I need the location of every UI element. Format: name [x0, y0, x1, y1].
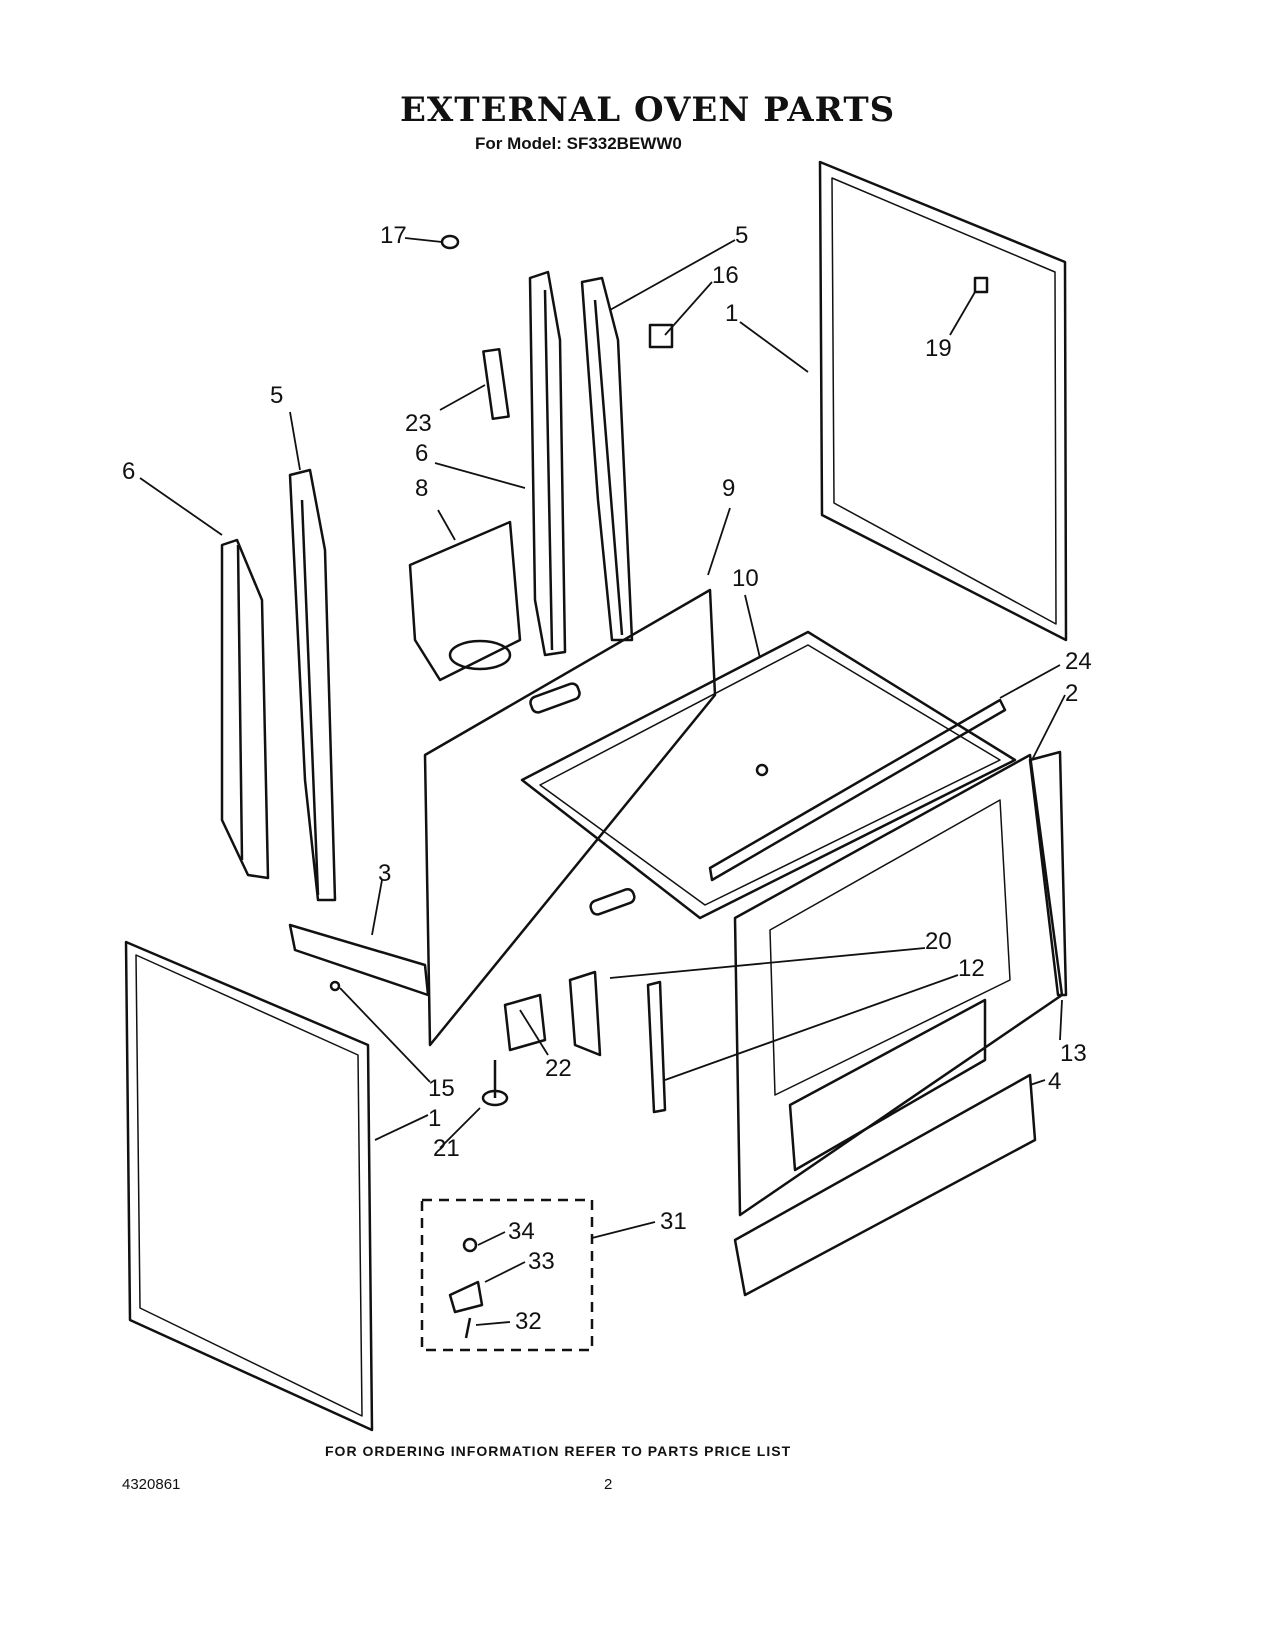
callout-34: 34 [508, 1218, 535, 1245]
callout-1-right: 1 [725, 300, 739, 327]
left-side-panel [124, 940, 374, 1432]
part-13 [1028, 750, 1068, 997]
kit-31-box [420, 1198, 594, 1352]
callout-6-center: 6 [415, 440, 429, 467]
ordering-note: FOR ORDERING INFORMATION REFER TO PARTS … [325, 1443, 792, 1459]
cooktop [520, 630, 1017, 920]
callout-6-left: 6 [122, 458, 136, 485]
callout-8: 8 [415, 475, 429, 502]
callout-13: 13 [1060, 1040, 1087, 1067]
callout-21: 21 [433, 1135, 460, 1162]
bottom-rail [733, 1073, 1037, 1297]
rear-panel [423, 588, 717, 1047]
callout-16: 16 [712, 262, 739, 289]
callout-33: 33 [528, 1248, 555, 1275]
callout-5-center: 5 [735, 222, 749, 249]
page-title: EXTERNAL OVEN PARTS [400, 90, 896, 130]
part-23 [482, 347, 510, 421]
callout-2: 2 [1065, 680, 1079, 707]
part-8 [408, 520, 522, 682]
callout-19: 19 [925, 335, 952, 362]
callout-22: 22 [545, 1055, 572, 1082]
callout-5-left: 5 [270, 382, 284, 409]
right-side-panel [818, 160, 1068, 642]
part-32 [464, 1317, 472, 1339]
center-rear-rail [528, 270, 567, 657]
part-3 [288, 923, 430, 997]
part-17 [440, 234, 460, 250]
callout-24: 24 [1065, 648, 1092, 675]
callout-15: 15 [428, 1075, 455, 1102]
callout-4: 4 [1048, 1068, 1062, 1095]
part-16 [648, 323, 674, 349]
callout-9: 9 [722, 475, 736, 502]
part-21 [481, 1060, 509, 1107]
document-number: 4320861 [122, 1476, 181, 1493]
part-33 [448, 1280, 484, 1314]
left-rear-rail [220, 538, 270, 880]
center-front-rail [580, 276, 634, 642]
part-22 [503, 993, 547, 1052]
part-12 [646, 980, 667, 1114]
callout-12: 12 [958, 955, 985, 982]
page-number: 2 [604, 1476, 613, 1493]
part-24 [708, 698, 1007, 882]
callout-17: 17 [380, 222, 407, 249]
left-front-rail [288, 468, 337, 902]
part-34 [462, 1237, 478, 1253]
part-19 [973, 276, 989, 294]
model-subtitle: For Model: SF332BEWW0 [475, 134, 682, 153]
callout-20: 20 [925, 928, 952, 955]
callout-1-left: 1 [428, 1105, 442, 1132]
callout-23: 23 [405, 410, 432, 437]
callout-10: 10 [732, 565, 759, 592]
part-15 [329, 980, 341, 992]
callout-31: 31 [660, 1208, 687, 1235]
callout-3: 3 [378, 860, 392, 887]
part-20 [568, 970, 602, 1057]
callout-32: 32 [515, 1308, 542, 1335]
